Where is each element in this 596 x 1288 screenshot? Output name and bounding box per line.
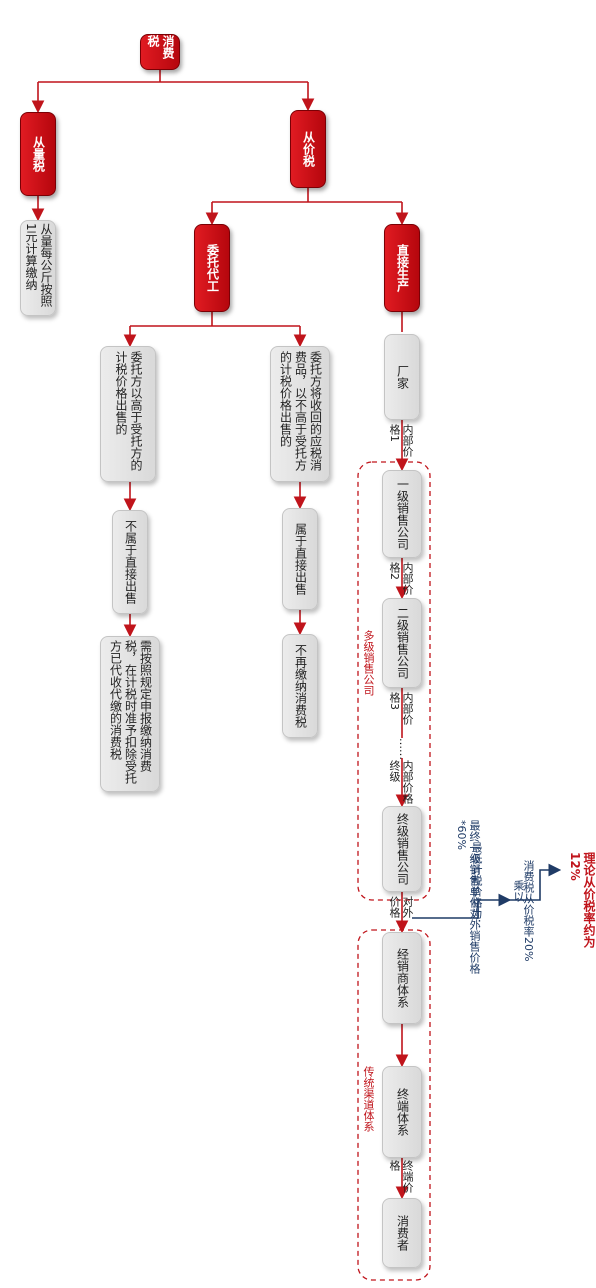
- internal-price-1-label: 内部价格1: [388, 424, 414, 457]
- distributor-node: 经销商体系: [382, 932, 422, 1024]
- quantity-desc-label: 从量每公斤按照1元计算缴纳: [24, 223, 53, 307]
- by-quantity-label: 从量税: [31, 136, 46, 172]
- terminal-node: 终端体系: [382, 1066, 422, 1158]
- external-price-label: 对外价格: [388, 896, 414, 918]
- min-tax-formula-label: 最终一级销售单位对外销售价格*60%: [455, 820, 481, 974]
- by-value-label: 从价税: [301, 131, 316, 167]
- terminal-price-label: 终端价格: [388, 1160, 414, 1193]
- rate-20-label: 消费税从价税率20%: [522, 860, 535, 962]
- commissioned-a-node: 委托方将收回的应税消费品，以不高于受托方的计税价格出售的: [270, 346, 330, 482]
- no-more-tax-node: 不再缴纳消费税: [282, 634, 318, 738]
- internal-price-final-label: 内部价格终级: [388, 760, 414, 804]
- theory-rate-label: 理论从价税率约为12%: [568, 852, 596, 948]
- times-label: 乘以: [512, 880, 525, 902]
- direct-sale-node: 属于直接出售: [282, 508, 318, 610]
- factory-node: 厂家: [384, 334, 420, 420]
- traditional-channel-group-label: 传统渠道体系: [362, 1066, 375, 1132]
- pay-tax-node: 需按照规定申报缴纳消费税，在计税时准予扣除受托方已代收代缴的消费税: [100, 636, 160, 792]
- min-tax-price-label: 最低计税价格为：: [470, 842, 483, 930]
- sales-final-node: 终级销售公司: [382, 806, 422, 892]
- direct-production-label: 直接生产: [395, 244, 410, 292]
- by-quantity-node: 从量税: [20, 112, 56, 196]
- factory-label: 厂家: [395, 365, 410, 389]
- consumption-tax-label: 消费税: [146, 35, 175, 59]
- direct-sale-label: 属于直接出售: [293, 523, 308, 595]
- quantity-desc-node: 从量每公斤按照1元计算缴纳: [20, 220, 56, 316]
- commissioned-b-node: 委托方以高于受托方的计税价格出售的: [100, 346, 156, 482]
- sales-level1-node: 一级销售公司: [382, 470, 422, 558]
- internal-price-3-label: 内部价格3: [388, 692, 414, 725]
- direct-production-node: 直接生产: [384, 224, 420, 312]
- internal-price-2-label: 内部价格2: [388, 562, 414, 595]
- commissioned-b-label: 委托方以高于受托方的计税价格出售的: [114, 351, 143, 471]
- multi-sales-group-label: 多级销售公司: [362, 630, 375, 696]
- by-value-node: 从价税: [290, 110, 326, 188]
- distributor-label: 经销商体系: [395, 948, 410, 1008]
- sales-level1-label: 一级销售公司: [395, 478, 410, 550]
- dots-label: ……: [397, 738, 410, 760]
- pay-tax-label: 需按照规定申报缴纳消费税，在计税时准予扣除受托方已代收代缴的消费税: [108, 640, 153, 784]
- terminal-label: 终端体系: [395, 1088, 410, 1136]
- no-more-tax-label: 不再缴纳消费税: [293, 644, 308, 728]
- sales-final-label: 终级销售公司: [395, 813, 410, 885]
- commissioned-label: 委托代工: [205, 244, 220, 292]
- consumer-label: 消费者: [395, 1215, 410, 1251]
- commissioned-node: 委托代工: [194, 224, 230, 312]
- consumption-tax-node: 消费税: [140, 34, 180, 70]
- not-direct-sale-node: 不属于直接出售: [112, 510, 148, 614]
- not-direct-sale-label: 不属于直接出售: [123, 520, 138, 604]
- commissioned-a-label: 委托方将收回的应税消费品，以不高于受托方的计税价格出售的: [278, 351, 323, 471]
- consumer-node: 消费者: [382, 1198, 422, 1268]
- sales-level2-node: 二级销售公司: [382, 598, 422, 688]
- sales-level2-label: 二级销售公司: [395, 607, 410, 679]
